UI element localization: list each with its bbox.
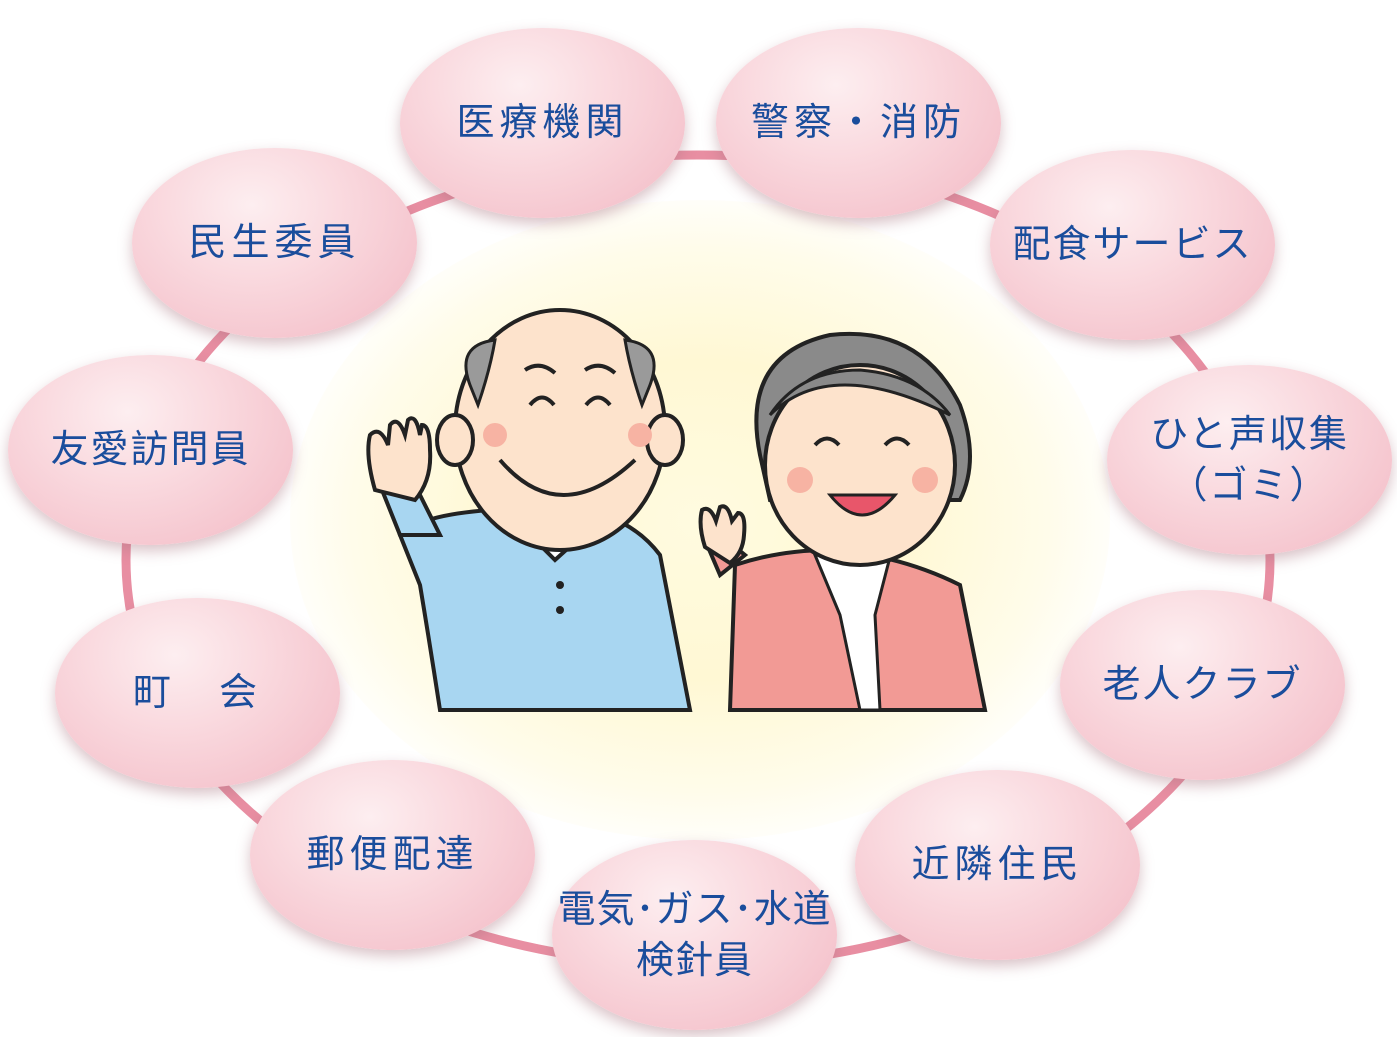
node-roujin-club: 老人クラブ <box>1060 590 1345 780</box>
node-keisatsu-shoubou: 警察・消防 <box>716 28 1001 218</box>
node-yuubin-haitatsu: 郵便配達 <box>250 760 535 950</box>
node-choukai: 町 会 <box>55 598 340 788</box>
elderly-couple-illustration <box>366 308 988 712</box>
node-kinrin-juumin: 近隣住民 <box>855 770 1140 960</box>
node-haishoku-service: 配食サービス <box>990 150 1275 340</box>
node-kenshin-in: 電気･ガス･水道 検針員 <box>552 840 837 1030</box>
node-hitogoe-shuushuu: ひと声収集 （ゴミ） <box>1107 365 1392 555</box>
node-minsei-iin: 民生委員 <box>132 148 417 338</box>
node-iryou-kikan: 医療機関 <box>400 28 685 218</box>
node-yuuai-houmonin: 友愛訪問員 <box>8 355 293 545</box>
